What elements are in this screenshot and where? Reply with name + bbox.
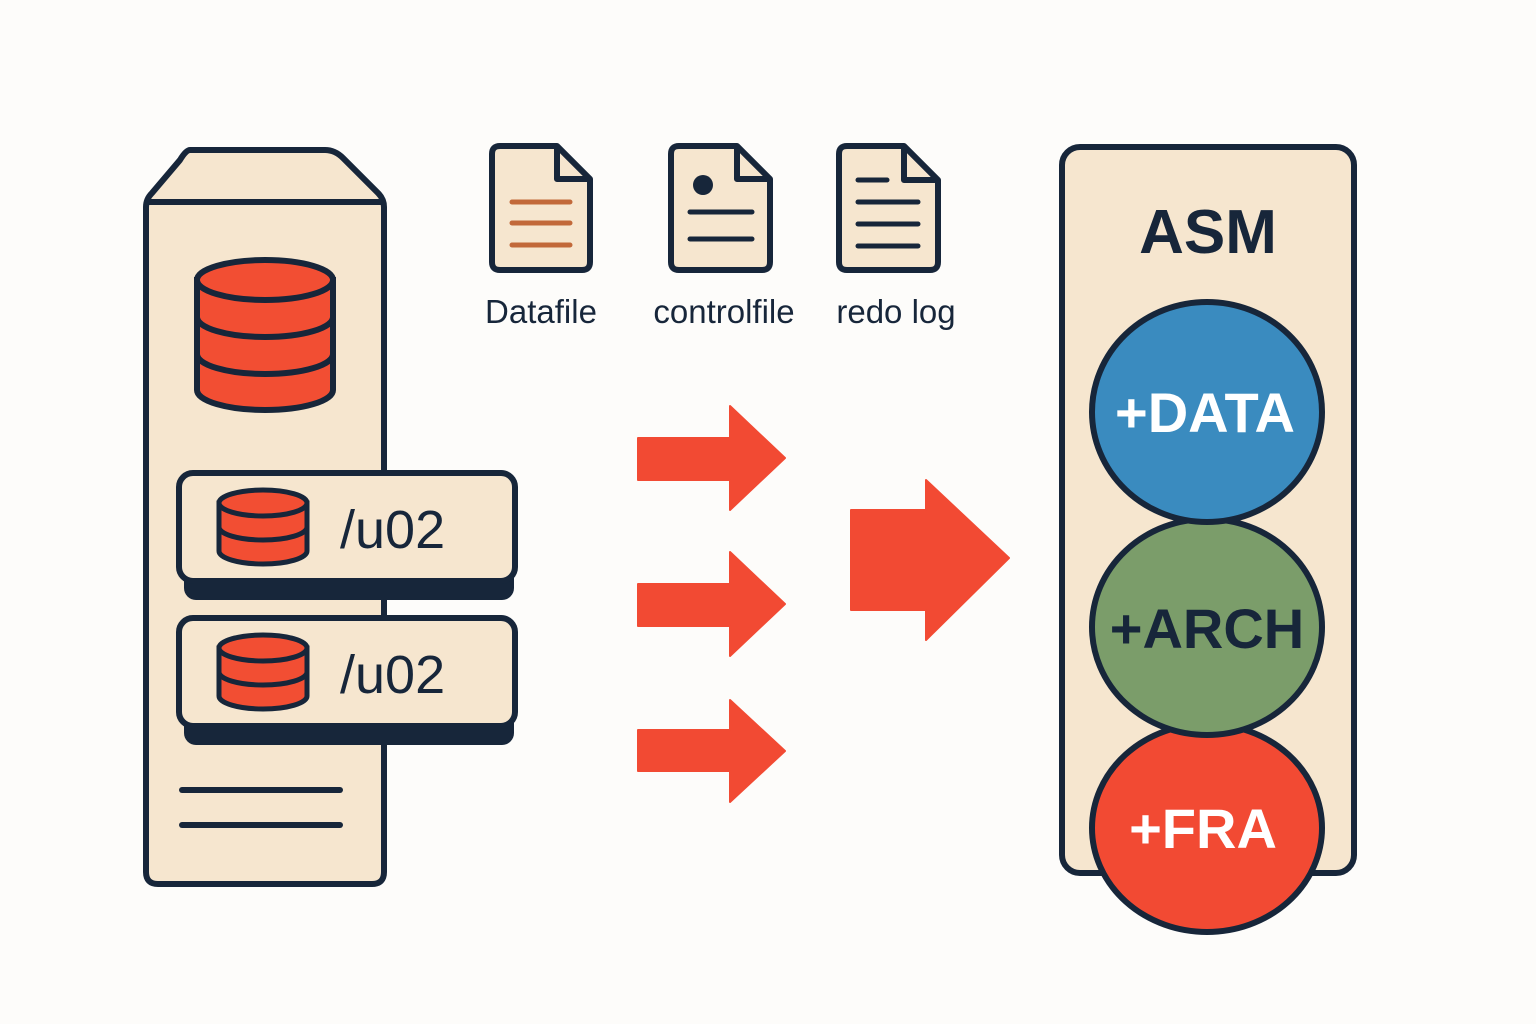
redo-log-document-icon bbox=[836, 143, 941, 273]
disk-group-label: +FRA bbox=[1129, 797, 1277, 860]
arrows bbox=[637, 405, 1010, 803]
asm-title: ASM bbox=[1139, 198, 1277, 267]
redo-log-label: redo log bbox=[836, 293, 955, 330]
disk-group-data: +DATA bbox=[1089, 299, 1325, 525]
asm-panel: ASM +FRA +ARCH +DATA bbox=[1059, 144, 1357, 935]
datafile-label: Datafile bbox=[485, 293, 597, 330]
database-icon bbox=[194, 257, 336, 413]
arrow-right-icon bbox=[637, 699, 786, 803]
database-icon bbox=[216, 632, 310, 712]
mount-label: /u02 bbox=[340, 645, 445, 705]
datafile-document-icon bbox=[489, 143, 593, 273]
disk-group-arch: +ARCH bbox=[1089, 516, 1325, 738]
disk-group-label: +ARCH bbox=[1110, 597, 1304, 660]
arrow-right-icon bbox=[637, 405, 786, 511]
disk-group-label: +DATA bbox=[1115, 381, 1295, 444]
arrow-right-icon bbox=[637, 551, 786, 657]
mount-label: /u02 bbox=[340, 500, 445, 560]
large-arrow-right-icon bbox=[850, 479, 1010, 641]
mount-point-u02-1: /u02 bbox=[176, 470, 518, 600]
disk-group-data-circle bbox=[1089, 299, 1325, 525]
database-icon bbox=[216, 487, 310, 567]
file-types: Datafile controlfile redo log bbox=[485, 143, 956, 330]
mount-point-u02-2: /u02 bbox=[176, 615, 518, 745]
controlfile-label: controlfile bbox=[653, 293, 794, 330]
controlfile-document-icon bbox=[668, 143, 773, 273]
disk-group-fra: +FRA bbox=[1089, 721, 1325, 935]
filesystem-server: /u02 /u02 bbox=[143, 147, 518, 887]
